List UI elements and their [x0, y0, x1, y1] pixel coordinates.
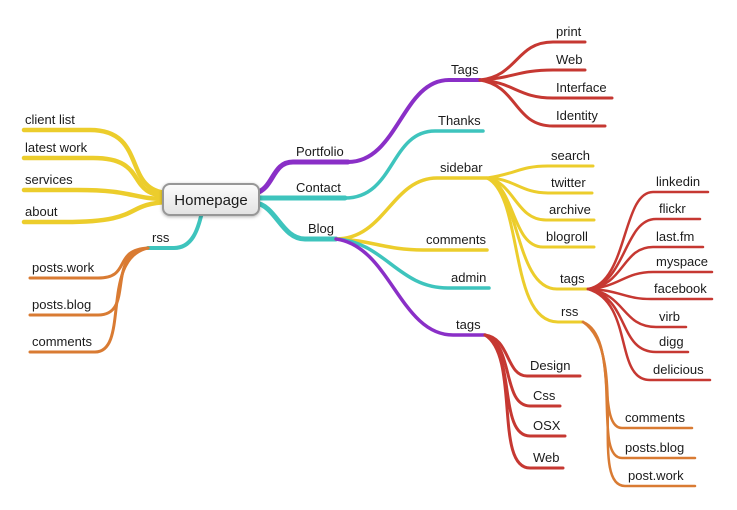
- branch-sidebar: [334, 176, 489, 241]
- node-label-latest-work[interactable]: latest work: [25, 140, 88, 155]
- node-label-tags-blog[interactable]: tags: [456, 317, 481, 332]
- node-label-virb[interactable]: virb: [659, 309, 680, 324]
- node-label-tags-sidebar[interactable]: tags: [560, 271, 585, 286]
- branch-facebook: [586, 287, 714, 301]
- branch-myspace: [586, 270, 714, 291]
- node-label-osx[interactable]: OSX: [533, 418, 561, 433]
- root-node-label[interactable]: Homepage: [174, 192, 247, 209]
- node-label-digg[interactable]: digg: [659, 334, 684, 349]
- node-label-archive[interactable]: archive: [549, 202, 591, 217]
- branch-post-work-rss: [581, 320, 697, 488]
- branch-tags-portfolio: [346, 78, 482, 164]
- root-node-box[interactable]: [162, 183, 260, 216]
- branch-web-portfolio: [478, 68, 587, 82]
- branch-client-list: [21, 127, 171, 196]
- node-label-design[interactable]: Design: [530, 358, 570, 373]
- node-label-rss-sidebar[interactable]: rss: [561, 304, 579, 319]
- node-label-myspace[interactable]: myspace: [656, 254, 708, 269]
- branch-linkedin: [586, 190, 710, 291]
- node-label-linkedin[interactable]: linkedin: [656, 174, 700, 189]
- branch-thanks: [343, 129, 485, 200]
- node-label-delicious[interactable]: delicious: [653, 362, 704, 377]
- node-label-css[interactable]: Css: [533, 388, 556, 403]
- branch-twitter: [485, 176, 594, 195]
- branch-flickr: [586, 217, 702, 291]
- node-label-services[interactable]: services: [25, 172, 73, 187]
- branch-web-blog: [483, 333, 565, 470]
- branch-print: [478, 40, 587, 82]
- node-label-thanks[interactable]: Thanks: [438, 113, 481, 128]
- node-label-flickr[interactable]: flickr: [659, 201, 686, 216]
- branch-search: [485, 164, 595, 180]
- branch-comments-left: [28, 246, 150, 354]
- branch-tags-blog: [334, 237, 487, 337]
- node-label-client-list[interactable]: client list: [25, 112, 75, 127]
- node-label-twitter[interactable]: twitter: [551, 175, 586, 190]
- node-label-rss-left[interactable]: rss: [152, 230, 170, 245]
- node-label-interface[interactable]: Interface: [556, 80, 607, 95]
- branch-blog: [253, 200, 339, 242]
- node-label-comments-rss[interactable]: comments: [625, 410, 685, 425]
- branch-services: [21, 187, 171, 202]
- node-label-post-work-rss[interactable]: post.work: [628, 468, 684, 483]
- node-label-posts-blog-rss[interactable]: posts.blog: [625, 440, 684, 455]
- node-label-about[interactable]: about: [25, 204, 58, 219]
- node-label-identity[interactable]: Identity: [556, 108, 598, 123]
- node-label-contact[interactable]: Contact: [296, 180, 341, 195]
- branch-portfolio: [253, 159, 351, 196]
- node-label-tags-portfolio[interactable]: Tags: [451, 62, 479, 77]
- node-label-blog[interactable]: Blog: [308, 221, 334, 236]
- branch-identity: [478, 78, 607, 128]
- node-label-comments-blog[interactable]: comments: [426, 232, 486, 247]
- branch-latest-work: [21, 155, 171, 199]
- branch-delicious: [586, 287, 712, 382]
- branch-interface: [478, 78, 614, 100]
- node-label-facebook[interactable]: facebook: [654, 281, 707, 296]
- node-label-web-blog[interactable]: Web: [533, 450, 560, 465]
- branch-about: [21, 199, 171, 225]
- node-label-posts-blog[interactable]: posts.blog: [32, 297, 91, 312]
- node-label-print[interactable]: print: [556, 24, 582, 39]
- branch-rss-sidebar: [485, 176, 585, 324]
- node-label-portfolio[interactable]: Portfolio: [296, 144, 344, 159]
- node-label-lastfm[interactable]: last.fm: [656, 229, 694, 244]
- node-label-comments-left[interactable]: comments: [32, 334, 92, 349]
- root-node[interactable]: Homepage: [162, 183, 260, 216]
- node-label-web-portfolio[interactable]: Web: [556, 52, 583, 67]
- branch-rss-left: [146, 210, 204, 250]
- node-label-admin[interactable]: admin: [451, 270, 486, 285]
- node-label-search[interactable]: search: [551, 148, 590, 163]
- branch-admin: [334, 237, 491, 290]
- node-label-posts-work[interactable]: posts.work: [32, 260, 95, 275]
- node-label-sidebar[interactable]: sidebar: [440, 160, 483, 175]
- node-label-blogroll[interactable]: blogroll: [546, 229, 588, 244]
